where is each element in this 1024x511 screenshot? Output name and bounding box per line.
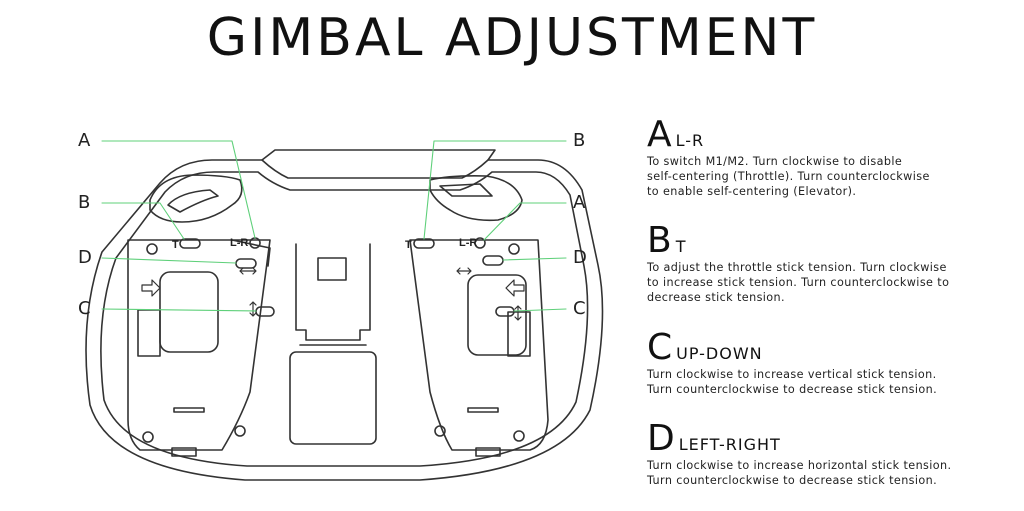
right-t-label: T	[405, 239, 412, 251]
leader-left-c	[101, 308, 257, 312]
section-a-line: to enable self-centering (Elevator).	[647, 185, 857, 198]
section-d-line: Turn counterclockwise to decrease stick …	[647, 474, 938, 487]
leader-right-b	[423, 140, 567, 240]
section-b-line: decrease stick tension.	[647, 291, 785, 304]
left-screw-c	[255, 306, 275, 317]
left-vertical-arrow	[249, 301, 257, 317]
section-c-subtitle: UP-DOWN	[676, 344, 763, 363]
right-vertical-arrow	[514, 305, 522, 321]
callout-left-a: A	[78, 130, 91, 151]
left-gimbal-body	[127, 239, 271, 451]
page-title: GIMBAL ADJUSTMENT	[206, 8, 818, 68]
callout-right-b: B	[573, 130, 586, 151]
callout-right-c: C	[573, 298, 586, 319]
controller-inner-outline	[100, 171, 589, 467]
left-gimbal-stick	[167, 189, 219, 213]
section-a-line: self-centering (Throttle). Turn counterc…	[647, 170, 930, 183]
center-battery	[289, 351, 377, 445]
section-d-letter: D	[647, 418, 675, 459]
right-gimbal-well	[429, 175, 523, 222]
section-b-subtitle: T	[675, 237, 687, 256]
section-a-line: To switch M1/M2. Turn clockwise to disab…	[647, 155, 903, 168]
section-c-line: Turn counterclockwise to decrease stick …	[647, 383, 938, 396]
section-d-subtitle: LEFT-RIGHT	[678, 435, 781, 454]
leader-lines	[101, 140, 567, 312]
right-side-arrow	[505, 279, 525, 297]
right-gimbal-stick	[439, 183, 493, 197]
section-b-line: To adjust the throttle stick tension. Tu…	[647, 261, 947, 274]
leader-left-b	[101, 202, 185, 240]
callout-right-a: A	[573, 192, 586, 213]
right-screws	[413, 237, 515, 317]
leader-left-d	[101, 257, 237, 264]
right-lr-label: L-R	[459, 237, 477, 249]
section-c-line: Turn clockwise to increase vertical stic…	[647, 368, 937, 381]
left-side-arrow	[141, 279, 161, 297]
callout-left-c: C	[78, 298, 91, 319]
section-a-letter: A	[647, 114, 672, 155]
left-horizontal-arrow	[239, 267, 257, 275]
callout-left-d: D	[78, 247, 92, 268]
controller-outline	[85, 159, 604, 481]
top-center-bump	[261, 149, 496, 161]
section-d-line: Turn clockwise to increase horizontal st…	[647, 459, 952, 472]
leader-right-a	[483, 202, 567, 241]
center-bracket	[295, 243, 371, 341]
left-gimbal-well	[149, 174, 243, 223]
section-c-letter: C	[647, 327, 673, 368]
left-screws	[179, 237, 275, 317]
left-screw-d	[235, 258, 257, 269]
left-screw-b	[179, 238, 201, 249]
leader-right-d	[502, 257, 567, 261]
left-lr-label: L-R	[230, 237, 248, 249]
leader-left-a	[101, 140, 256, 239]
leader-right-c	[513, 308, 567, 312]
right-screw-d	[482, 255, 504, 266]
right-gimbal-body	[409, 239, 549, 451]
right-screw-a	[474, 237, 486, 249]
section-b-letter: B	[647, 220, 672, 261]
right-horizontal-arrow	[456, 267, 472, 275]
section-a-subtitle: L-R	[675, 131, 705, 150]
left-t-label: T	[172, 239, 179, 251]
callout-left-b: B	[78, 192, 91, 213]
section-b-line: to increase stick tension. Turn counterc…	[647, 276, 950, 289]
callout-right-d: D	[573, 247, 587, 268]
